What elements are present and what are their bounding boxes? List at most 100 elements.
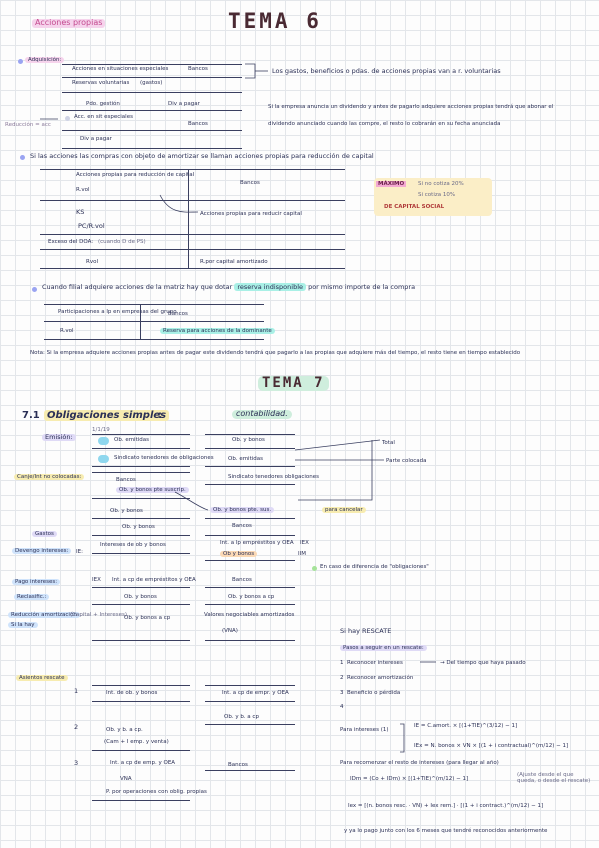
rule (205, 518, 295, 519)
rule (62, 148, 242, 149)
canje-label: Canje/Int no colocadas: (14, 474, 85, 481)
rule (44, 339, 264, 340)
section-label-acciones-propias: Acciones propias (32, 18, 106, 28)
rule (40, 234, 345, 235)
arrow-pte-sus (174, 491, 209, 511)
paso-4: 4 (340, 704, 344, 710)
asiento-3-left3: P. por operaciones con oblig. propias (106, 789, 207, 795)
side-label-reduccion: Reducción = acc (5, 122, 51, 128)
tema6-title: TEMA 6 (228, 9, 322, 33)
asiento-2-right: Ob. y b. a cp (224, 714, 259, 720)
int-lp-emprestitos: Int. a lp empréstitos y OEA (220, 540, 294, 546)
entry-rvol-2: Rvol (86, 259, 98, 265)
rule (205, 724, 295, 725)
ie-label: IE: (76, 549, 83, 555)
rule (62, 64, 242, 65)
reduce-label: Reducción amortización (8, 612, 80, 619)
rule (62, 92, 242, 93)
rule (205, 535, 295, 536)
rule (92, 750, 190, 751)
maximo-line2: Si cotiza 10% (418, 192, 456, 198)
formula-ie: IE = C.amort. × [(1+TIE)^(3/12) − 1] (414, 723, 518, 729)
heading-obligaciones: Obligaciones simples (44, 410, 170, 421)
entry-left-1: Acciones en situaciones especiales (72, 66, 169, 72)
rule (92, 604, 190, 605)
entry-acc-propias-reduccion: Acciones propias para reducción de capit… (76, 172, 195, 178)
devengo-label: Devengo intereses: (12, 548, 72, 555)
entry-rvol: R.vol (76, 187, 90, 193)
para-cancelar: para cancelar (322, 507, 366, 514)
en-caso-diferencia: En caso de diferencia de "obligaciones" (320, 564, 429, 570)
reclasif-left: Ob. y bonos (124, 594, 157, 600)
reclasif-right: Ob. y bonos a cp (228, 594, 275, 600)
rule (44, 304, 264, 305)
entry-right-3: Div a pagar (168, 101, 200, 107)
rule (92, 498, 190, 499)
label-total: Total (382, 440, 395, 446)
cyan-marker (98, 437, 109, 445)
cyan-marker (98, 455, 109, 463)
formula-idm: IDm = (Co + IDm) × [(1+TIE)^(m/12) − 1] (350, 776, 469, 782)
adquisicion-label: Adquisición: (25, 57, 65, 64)
rule (205, 685, 295, 686)
rule (92, 434, 190, 435)
gastos-label: Gastos (32, 531, 57, 538)
note-gastos-beneficios: Los gastos, beneficios o pdas. de accion… (272, 67, 501, 75)
rule (40, 268, 345, 269)
rule (205, 770, 295, 771)
bullet-adquisicion (18, 59, 23, 64)
entry-left-5: Div a pagar (80, 136, 112, 142)
entry-ob-y-bonos-2: Ob. y bonos (122, 524, 155, 530)
rule (92, 518, 190, 519)
heading-contabilidad: contabilidad. (232, 409, 292, 419)
tema7-title: TEMA 7 (258, 375, 329, 392)
exceso-note: (cuando D de PS) (98, 239, 146, 245)
asientos-label: Asientos rescate (16, 675, 68, 682)
rule (92, 448, 190, 449)
nota-dividendo: Nota: Si la empresa adquiere acciones pr… (30, 350, 521, 356)
pago-iex: IEX (92, 577, 101, 583)
entry-rpor-capital: R.por capital amortizado (200, 259, 268, 265)
entry-ob-y-bonos-1: Ob. y bonos (110, 508, 143, 514)
reclasific-label: Reclasific.: (14, 594, 50, 601)
asiento-1-num: 1 (74, 687, 79, 695)
paso-3: 3 Beneficio o pérdida (340, 690, 401, 696)
pago-intereses-label: Pago intereses: (12, 579, 61, 586)
asiento-3-left2: VNA (120, 776, 132, 782)
para-intereses-label: Para intereses (1) (340, 727, 389, 733)
label-parte-colocada: Parte colocada (386, 458, 427, 464)
asiento-3-left: Int. a cp de emp. y OEA (110, 760, 176, 766)
entry-participaciones: Participaciones a lp en empresas del gru… (58, 309, 177, 315)
entry-pc-rvol: PC/R.vol (78, 222, 105, 230)
asiento-3-right: Bancos (228, 762, 248, 768)
entry-left-3: Pdo. gestión (86, 101, 120, 107)
rule (92, 587, 190, 588)
final-note: y ya lo pago junto con los 6 meses que t… (344, 828, 548, 834)
si-hay-rescate: Si hay RESCATE (340, 627, 392, 635)
heading-num: 7.1 (22, 410, 40, 421)
entry-bancos-filial: Bancos (168, 311, 188, 317)
pago-int-cp: Int. a cp de empréstitos y OEA (112, 577, 196, 583)
ob-bonos-pte-sus: Ob. y bonos pte. sus. (210, 507, 275, 514)
rule (92, 685, 190, 686)
rule (92, 472, 190, 473)
asiento-2-num: 2 (74, 723, 79, 731)
reduce-left: Ob. y bonos a cp (124, 615, 171, 621)
rule (92, 800, 190, 801)
emision-label: Emisión: (42, 433, 76, 442)
rule (92, 640, 190, 641)
rule (205, 701, 295, 702)
rule (205, 434, 295, 435)
rule (44, 321, 264, 322)
note-dividendo-2: dividendo anunciado cuando las compre, e… (268, 121, 501, 127)
heading-filial: Cuando filial adquiere acciones de la ma… (42, 283, 416, 291)
emision-right-2: Ob. emitidas (228, 456, 263, 462)
exceso-label: Exceso del DOA: (48, 239, 94, 245)
rule (40, 200, 345, 201)
emision-date: 1/1/19 (92, 427, 110, 433)
rule (205, 640, 295, 641)
arrow-back (298, 440, 373, 501)
paso-1: 1 Reconocer intereses (340, 660, 403, 666)
bullet-amortizar (20, 155, 25, 160)
entry-left-4: Acc. en sit especiales (74, 114, 133, 120)
